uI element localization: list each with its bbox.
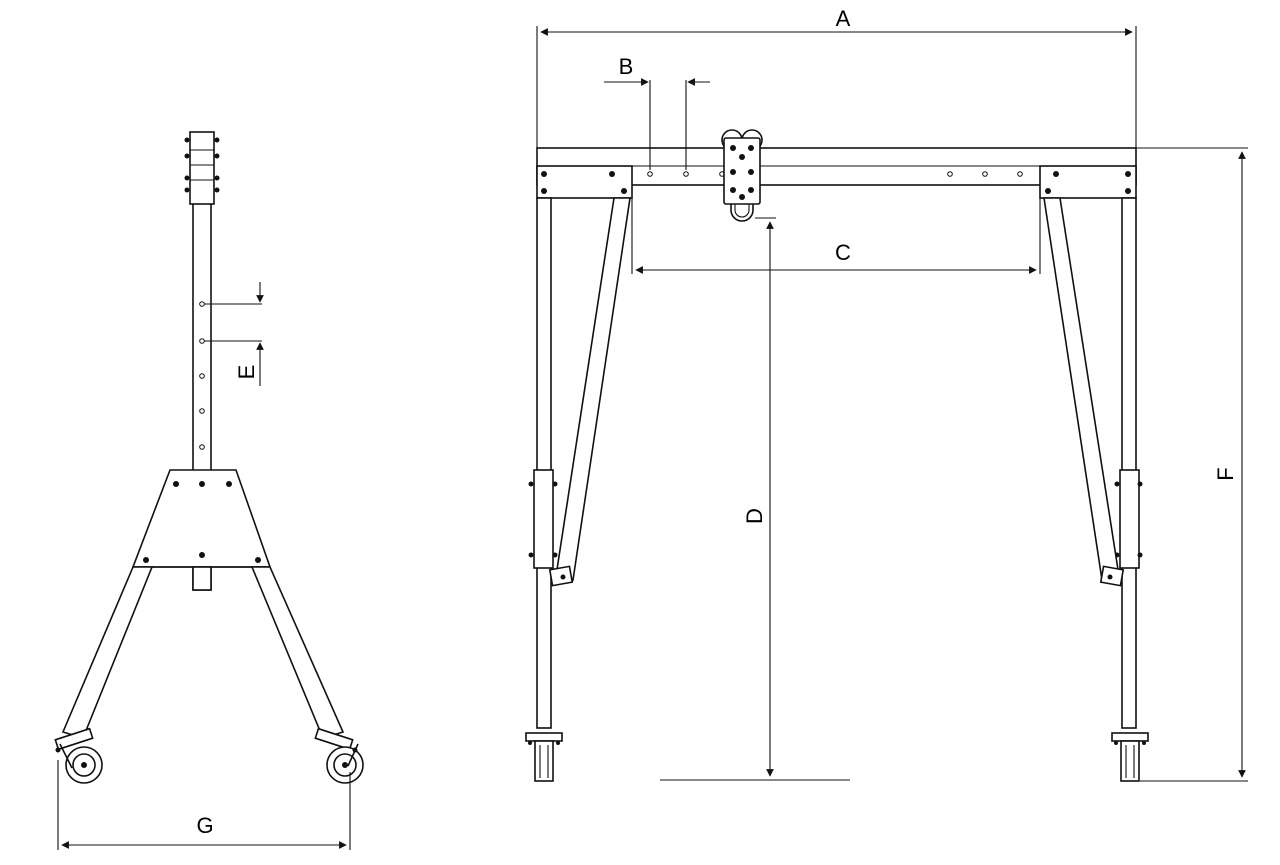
front-left-sleeve bbox=[533, 469, 554, 569]
side-right-caster bbox=[314, 727, 364, 784]
label-g: G bbox=[196, 813, 213, 838]
side-left-leg bbox=[61, 566, 154, 739]
front-beam-holes bbox=[647, 171, 1023, 177]
front-left-end-plate bbox=[536, 165, 633, 199]
dimension-c: C bbox=[631, 198, 1041, 274]
front-right-sleeve bbox=[1119, 469, 1140, 569]
front-trolley bbox=[721, 129, 763, 222]
label-e: E bbox=[234, 365, 259, 380]
side-top-plate bbox=[189, 131, 215, 205]
side-left-caster bbox=[54, 727, 103, 784]
dimension-b: B bbox=[604, 54, 710, 170]
front-right-end-plate bbox=[1039, 165, 1137, 199]
front-right-brace bbox=[1043, 197, 1120, 581]
label-b: B bbox=[619, 54, 634, 79]
side-view: E G bbox=[54, 131, 364, 850]
label-d: D bbox=[742, 508, 767, 524]
side-right-leg bbox=[250, 566, 345, 739]
dimension-g: G bbox=[57, 760, 351, 850]
front-left-brace bbox=[555, 197, 631, 581]
side-top-bolts bbox=[184, 137, 220, 193]
front-left-caster bbox=[525, 732, 563, 782]
dimension-f: F bbox=[1136, 147, 1248, 782]
front-right-upright bbox=[1121, 197, 1137, 729]
front-view: A B C D F bbox=[525, 6, 1248, 782]
front-right-caster bbox=[1111, 732, 1149, 782]
dimension-e: E bbox=[204, 282, 264, 386]
label-c: C bbox=[835, 240, 851, 265]
dimension-d: D bbox=[660, 217, 850, 781]
label-a: A bbox=[836, 6, 851, 31]
label-f: F bbox=[1213, 467, 1238, 480]
dimension-a: A bbox=[536, 6, 1137, 148]
front-left-upright bbox=[536, 197, 552, 729]
side-gusset-bolts bbox=[143, 481, 261, 563]
